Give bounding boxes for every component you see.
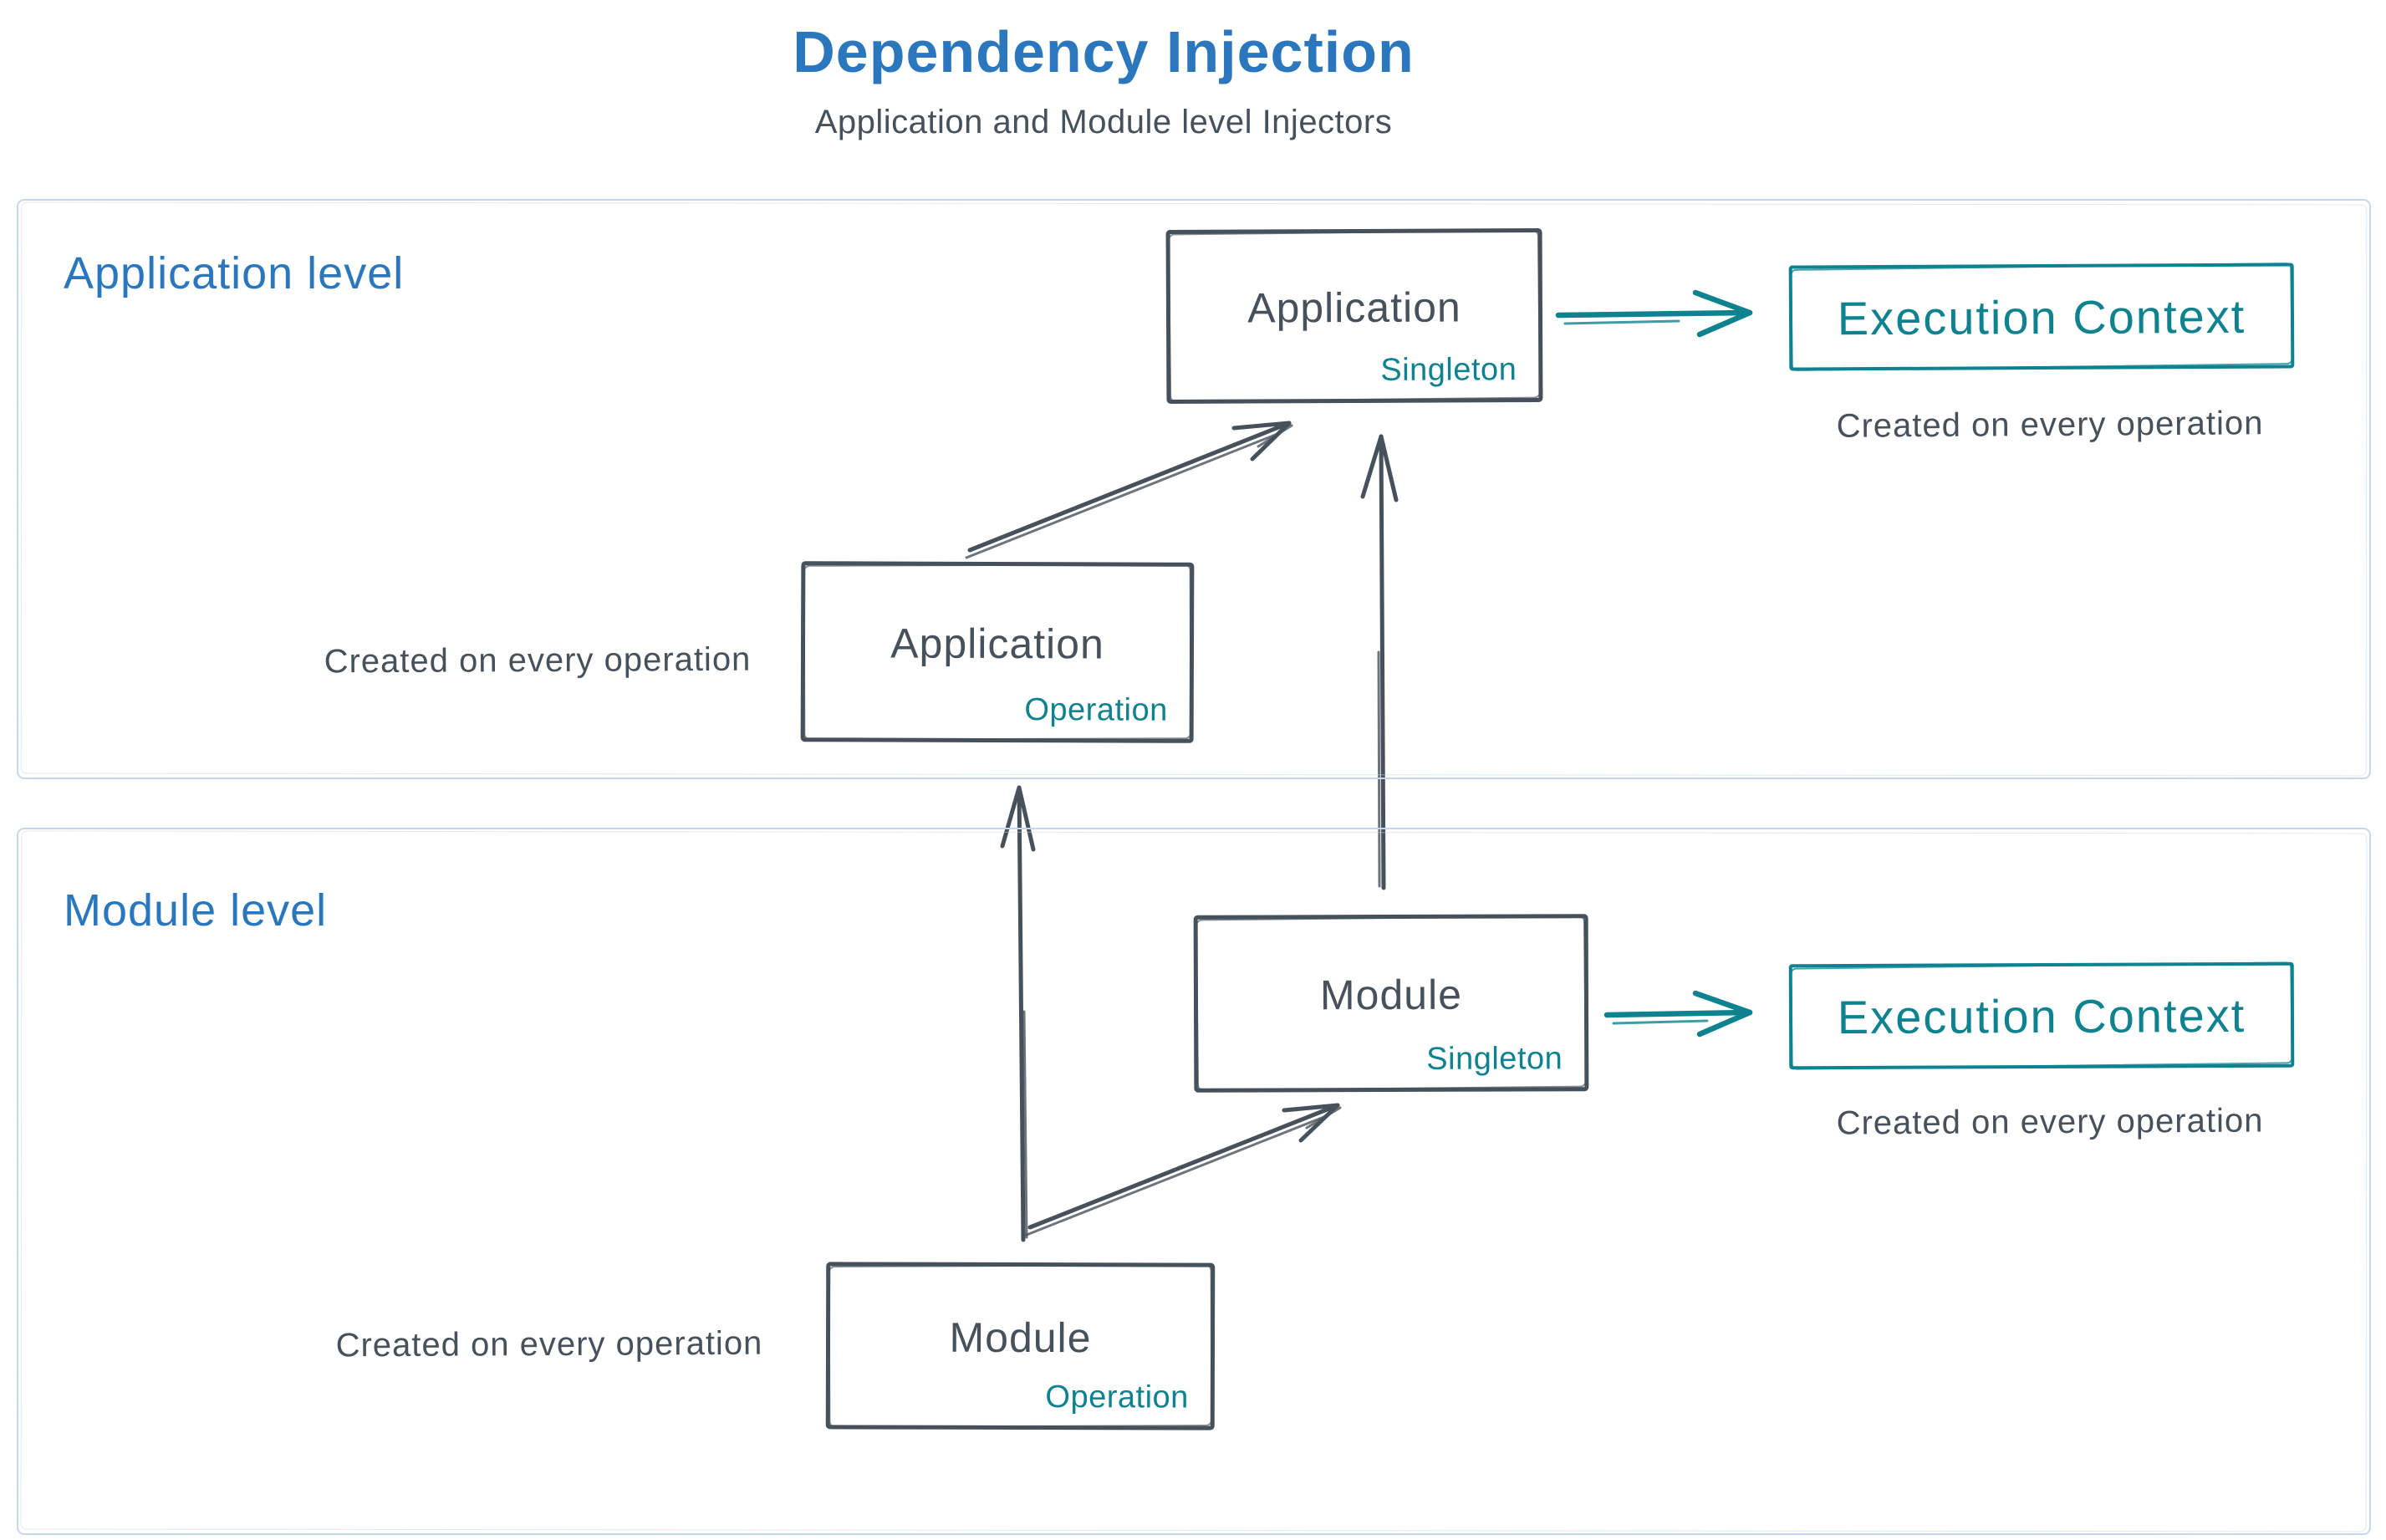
page-subtitle: Application and Module level Injectors [814, 104, 1393, 140]
module-singleton-box: Module Singleton [1193, 914, 1589, 1093]
box-scope-label: Operation [1024, 692, 1168, 728]
note-module-operation: Created on every operation [335, 1324, 763, 1364]
execution-context-box-application: Execution Context [1788, 263, 2295, 371]
box-title: Application [890, 620, 1104, 668]
page-title: Dependency Injection [793, 19, 1415, 84]
box-title: Application [1247, 283, 1461, 332]
application-operation-box: Application Operation [800, 561, 1195, 743]
application-singleton-box: Application Singleton [1165, 228, 1543, 404]
application-level-label: Application level [64, 248, 405, 298]
execution-context-label: Execution Context [1837, 289, 2246, 344]
note-execution-context-application: Created on every operation [1836, 405, 2264, 445]
module-operation-box: Module Operation [825, 1262, 1216, 1430]
box-scope-label: Operation [1045, 1379, 1189, 1415]
module-level-container [17, 828, 2371, 1535]
box-title: Module [949, 1313, 1092, 1362]
note-application-operation: Created on every operation [324, 640, 752, 681]
module-level-label: Module level [64, 885, 328, 936]
execution-context-label: Execution Context [1837, 988, 2246, 1043]
note-execution-context-module: Created on every operation [1836, 1102, 2264, 1142]
application-level-container [17, 199, 2371, 779]
box-title: Module [1319, 971, 1463, 1019]
box-scope-label: Singleton [1426, 1041, 1563, 1077]
execution-context-box-module: Execution Context [1788, 961, 2295, 1070]
box-scope-label: Singleton [1380, 352, 1517, 388]
